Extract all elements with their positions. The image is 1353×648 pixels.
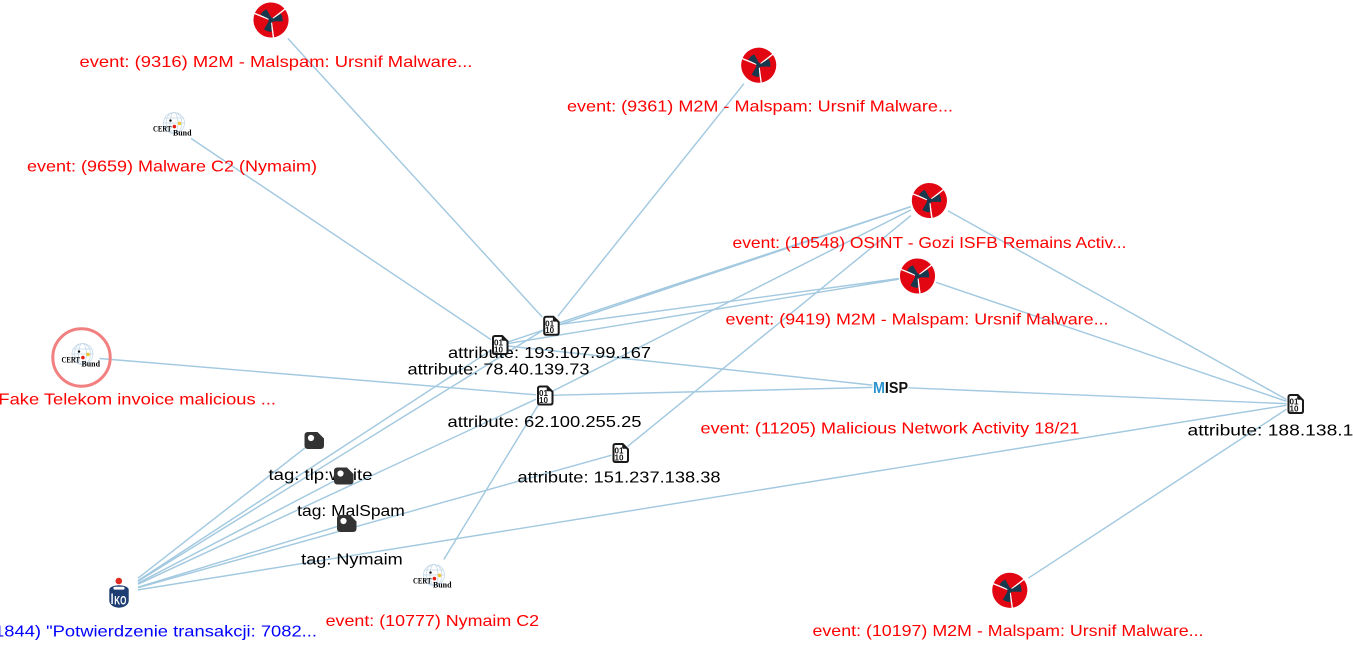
svg-text:Bund: Bund [82,359,101,368]
svg-text:event: (11205) Malicious Netwo: event: (11205) Malicious Network Activit… [701,421,1080,438]
svg-text:Bund: Bund [173,128,192,137]
svg-text:01: 01 [545,319,555,328]
svg-text:MISP: MISP [873,380,908,397]
svg-text:event: (10197) M2M - Malspam:: event: (10197) M2M - Malspam: Ursnif Mal… [813,623,1204,640]
svg-text:event: (9316) M2M - Malspam: U: event: (9316) M2M - Malspam: Ursnif Malw… [80,54,473,71]
svg-text:event: (10777) Nymaim C2: event: (10777) Nymaim C2 [326,613,540,630]
svg-text:event: (9361) M2M - Malspam: U: event: (9361) M2M - Malspam: Ursnif Malw… [567,99,953,116]
svg-text:event: (10548) OSINT - Gozi IS: event: (10548) OSINT - Gozi ISFB Remains… [733,235,1127,252]
svg-text:attribute: 193.107.99.167: attribute: 193.107.99.167 [448,345,651,362]
svg-text:10: 10 [494,345,504,354]
svg-text:01: 01 [494,339,504,348]
svg-text:01: 01 [1290,398,1300,407]
svg-text:event: (10848) Fake Telekom in: event: (10848) Fake Telekom invoice mali… [0,392,276,409]
svg-text:CERT: CERT [413,576,432,585]
svg-text:attribute: 78.40.139.73: attribute: 78.40.139.73 [408,362,590,379]
svg-text:CERT: CERT [62,355,81,364]
svg-text:KO: KO [114,595,126,607]
svg-text:tag: Nymaim: tag: Nymaim [301,552,403,569]
svg-text:10: 10 [539,396,549,405]
svg-text:attribute: 151.237.138.38: attribute: 151.237.138.38 [518,470,721,487]
svg-text:attribute: 62.100.255.25: attribute: 62.100.255.25 [448,414,642,431]
svg-text:tag: MalSpam: tag: MalSpam [297,503,405,520]
svg-text:attribute: 188.138.17.135: attribute: 188.138.17.135 [1188,422,1353,439]
svg-text:10: 10 [545,326,555,335]
svg-text:event: (9419) M2M - Malspam: U: event: (9419) M2M - Malspam: Ursnif Malw… [726,312,1109,329]
svg-text:CERT: CERT [153,124,172,133]
svg-text:10: 10 [1290,404,1300,413]
svg-text:tag: tlp:white: tag: tlp:white [269,467,373,484]
svg-text:event: (9659) Malware C2 (Nyma: event: (9659) Malware C2 (Nymaim) [27,158,317,175]
svg-text:01: 01 [615,447,625,456]
svg-text:Bund: Bund [433,580,452,589]
svg-text:01: 01 [539,389,549,398]
svg-text:event: (11844) "Potwierdzenie: event: (11844) "Potwierdzenie transakcji… [0,624,317,641]
svg-text:10: 10 [615,453,625,462]
